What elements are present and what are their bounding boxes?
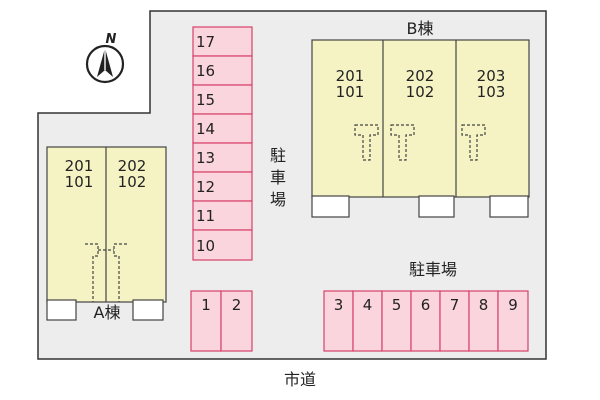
parking-stall-11: 11 <box>196 207 216 225</box>
unit-top-number: 203 <box>476 67 506 85</box>
unit-bottom-number: 103 <box>476 83 506 101</box>
unit-bottom-number: 101 <box>335 83 365 101</box>
parking-bottom-left-stalls <box>190 290 253 352</box>
parking-label-char: 車 <box>269 168 286 187</box>
building-b-label: B棟 <box>406 19 434 38</box>
parking-stall-15: 15 <box>196 91 216 109</box>
building-a-unit-1: 201 101 <box>55 158 103 190</box>
road-label: 市道 <box>283 370 316 389</box>
parking-stall-12: 12 <box>196 178 216 196</box>
building-a-entrance-right <box>132 299 164 321</box>
parking-stall-17: 17 <box>196 33 216 51</box>
building-b-unit-1: 201 101 <box>326 68 374 100</box>
building-b-unit-3: 203 103 <box>467 68 515 100</box>
parking-stall-13: 13 <box>196 149 216 167</box>
building-b-stair-2 <box>390 124 415 161</box>
parking-label-char: 駐 <box>269 146 286 165</box>
parking-stall-8: 8 <box>478 296 489 314</box>
compass-icon <box>85 44 125 84</box>
unit-bottom-number: 101 <box>64 173 94 191</box>
building-b-entrance-1 <box>311 195 350 218</box>
parking-vertical-stalls <box>192 26 253 261</box>
parking-stall-16: 16 <box>196 62 216 80</box>
building-a-entrance-left <box>46 299 77 321</box>
parking-stall-7: 7 <box>449 296 460 314</box>
parking-right-label: 駐車場 <box>408 260 457 279</box>
unit-top-number: 202 <box>117 157 147 175</box>
parking-stall-6: 6 <box>420 296 431 314</box>
unit-top-number: 201 <box>335 67 365 85</box>
unit-bottom-number: 102 <box>117 173 147 191</box>
parking-label-char: 場 <box>269 190 286 209</box>
parking-stall-4: 4 <box>362 296 373 314</box>
parking-stall-1: 1 <box>201 296 211 314</box>
building-a-unit-2: 202 102 <box>108 158 156 190</box>
compass-north-label: N <box>105 32 117 47</box>
parking-vertical-label: 駐 車 場 <box>268 145 288 211</box>
unit-top-number: 201 <box>64 157 94 175</box>
building-a-stair <box>85 243 127 302</box>
parking-stall-2: 2 <box>231 296 242 314</box>
building-b-body <box>311 39 530 198</box>
building-b-entrance-3 <box>489 195 529 218</box>
parking-stall-9: 9 <box>508 296 518 314</box>
building-a-label: A棟 <box>93 303 121 322</box>
building-b-stair-1 <box>354 124 379 161</box>
unit-top-number: 202 <box>405 67 435 85</box>
building-b-stair-3 <box>461 124 486 161</box>
building-b-entrance-2 <box>418 195 455 218</box>
parking-stall-5: 5 <box>391 296 402 314</box>
parking-stall-3: 3 <box>333 296 344 314</box>
parking-stall-10: 10 <box>196 237 216 255</box>
parking-stall-14: 14 <box>196 120 216 138</box>
parking-right-stalls <box>323 290 529 352</box>
building-b-unit-2: 202 102 <box>396 68 444 100</box>
unit-bottom-number: 102 <box>405 83 435 101</box>
